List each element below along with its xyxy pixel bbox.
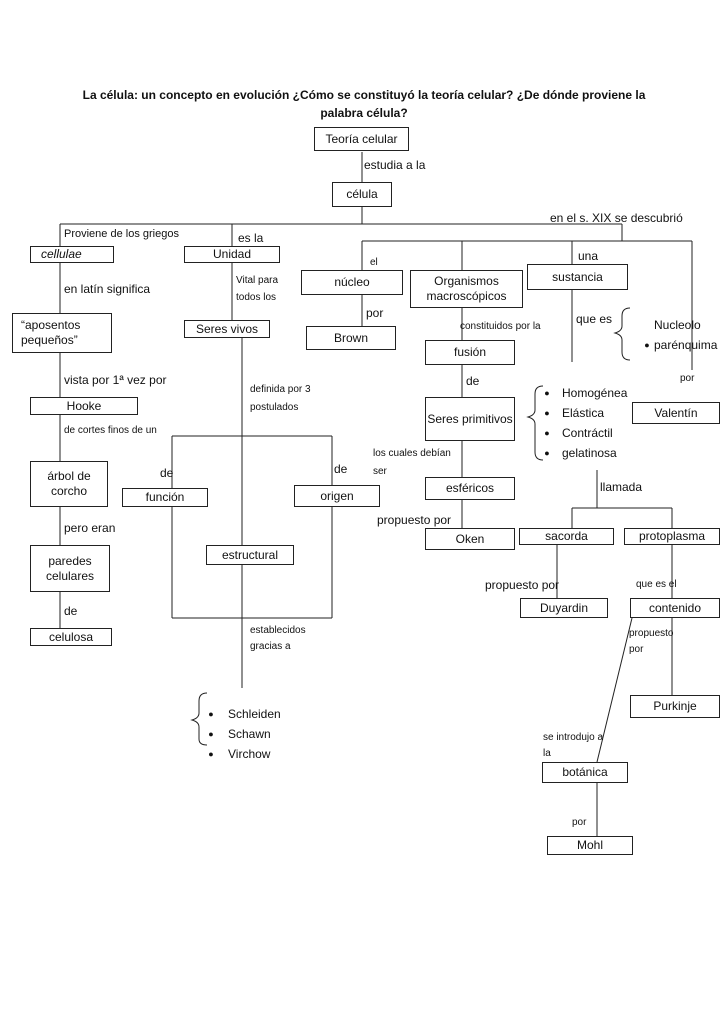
label-cortes: de cortes finos de un (64, 425, 157, 436)
list-item: ●Schawn (204, 724, 281, 744)
list-item: ●Contráctil (540, 423, 627, 443)
label-es-la: es la (238, 231, 264, 245)
label-pero: pero eran (64, 521, 116, 535)
label-que-es-el: que es el (636, 579, 677, 590)
organismos-box: Organismos macroscópicos (410, 270, 523, 308)
hooke-box: Hooke (30, 397, 138, 415)
label-siglo: en el s. XIX se descubrió (550, 211, 683, 225)
bullet-icon: ● (208, 709, 214, 719)
oken-box: Oken (425, 528, 515, 550)
mohl-box: Mohl (547, 836, 633, 855)
bullet-icon: ● (644, 340, 650, 350)
purkinje-box: Purkinje (630, 695, 720, 718)
label-de-3: de (334, 462, 348, 476)
label-vista: vista por 1ª vez por (64, 373, 167, 387)
label-de-2: de (160, 466, 174, 480)
nucleolo-list: Nucleolo ●parénquima (640, 315, 717, 355)
nucleo-box: núcleo (301, 270, 403, 295)
label-propuesto-1: propuesto por (377, 513, 452, 527)
list-item: Nucleolo (654, 318, 701, 332)
estructural-box: estructural (206, 545, 294, 565)
sacorda-box: sacorda (519, 528, 614, 545)
bullet-icon: ● (208, 749, 214, 759)
bullet-icon: ● (544, 448, 550, 458)
celula-box: célula (332, 182, 392, 207)
brown-box: Brown (306, 326, 396, 350)
seres-primitivos-box: Seres primitivos (425, 397, 515, 441)
label-por-1: por (366, 306, 384, 320)
bullet-icon: ● (544, 428, 550, 438)
label-por-2: por (680, 373, 695, 384)
label-constituidos: constituidos por la (460, 321, 541, 332)
label-cuales: los cuales debían ser (373, 448, 451, 477)
bullet-icon: ● (544, 388, 550, 398)
list-item: ●gelatinosa (540, 443, 627, 463)
funcion-box: función (122, 488, 208, 507)
label-definida: definida por 3 postulados (250, 384, 311, 413)
cellulae-box: cellulae (30, 246, 114, 263)
unidad-box: Unidad (184, 246, 280, 263)
list-item: ●Elástica (540, 403, 627, 423)
celulosa-box: celulosa (30, 628, 112, 646)
label-estudia: estudia a la (364, 158, 426, 172)
teoria-celular-box: Teoría celular (314, 127, 409, 151)
label-de-1: de (466, 374, 480, 388)
label-de-4: de (64, 604, 78, 618)
fusion-box: fusión (425, 340, 515, 365)
label-vital: Vital para todos los (236, 275, 279, 303)
cientificos-list: ●Schleiden ●Schawn ●Virchow (204, 704, 281, 764)
esfericos-box: esféricos (425, 477, 515, 500)
label-propuesto-3: propuesto por (629, 628, 674, 655)
seres-vivos-box: Seres vivos (184, 320, 270, 338)
aposentos-box: “aposentos pequeños” (12, 313, 112, 353)
label-establecidos: establecidos gracias a (250, 625, 306, 652)
label-griegos: Proviene de los griegos (64, 228, 179, 240)
list-item: ●Virchow (204, 744, 281, 764)
label-el: el (370, 257, 378, 268)
label-latin: en latín significa (64, 282, 151, 296)
duyardin-box: Duyardin (520, 598, 608, 618)
label-que-es: que es (576, 312, 613, 326)
bullet-icon: ● (544, 408, 550, 418)
list-item: ●Schleiden (204, 704, 280, 724)
contenido-box: contenido (630, 598, 720, 618)
paredes-celulares-box: paredes celulares (30, 545, 110, 592)
valentin-box: Valentín (632, 402, 720, 424)
page-title: La célula: un concepto en evolución ¿Cóm… (82, 88, 646, 120)
list-item: ●parénquima (640, 335, 717, 355)
label-una: una (578, 249, 599, 263)
label-introdujo: se introdujo a la (543, 732, 604, 759)
protoplasma-box: protoplasma (624, 528, 720, 545)
propiedades-list: ●Homogénea ●Elástica ●Contráctil ●gelati… (540, 383, 627, 463)
bullet-icon: ● (208, 729, 214, 739)
label-propuesto-2: propuesto por (485, 578, 560, 592)
botanica-box: botánica (542, 762, 628, 783)
label-llamada: llamada (600, 480, 643, 494)
arbol-corcho-box: árbol de corcho (30, 461, 108, 507)
label-por-3: por (572, 817, 587, 828)
origen-box: origen (294, 485, 380, 507)
sustancia-box: sustancia (527, 264, 628, 290)
list-item: ●Homogénea (540, 383, 627, 403)
